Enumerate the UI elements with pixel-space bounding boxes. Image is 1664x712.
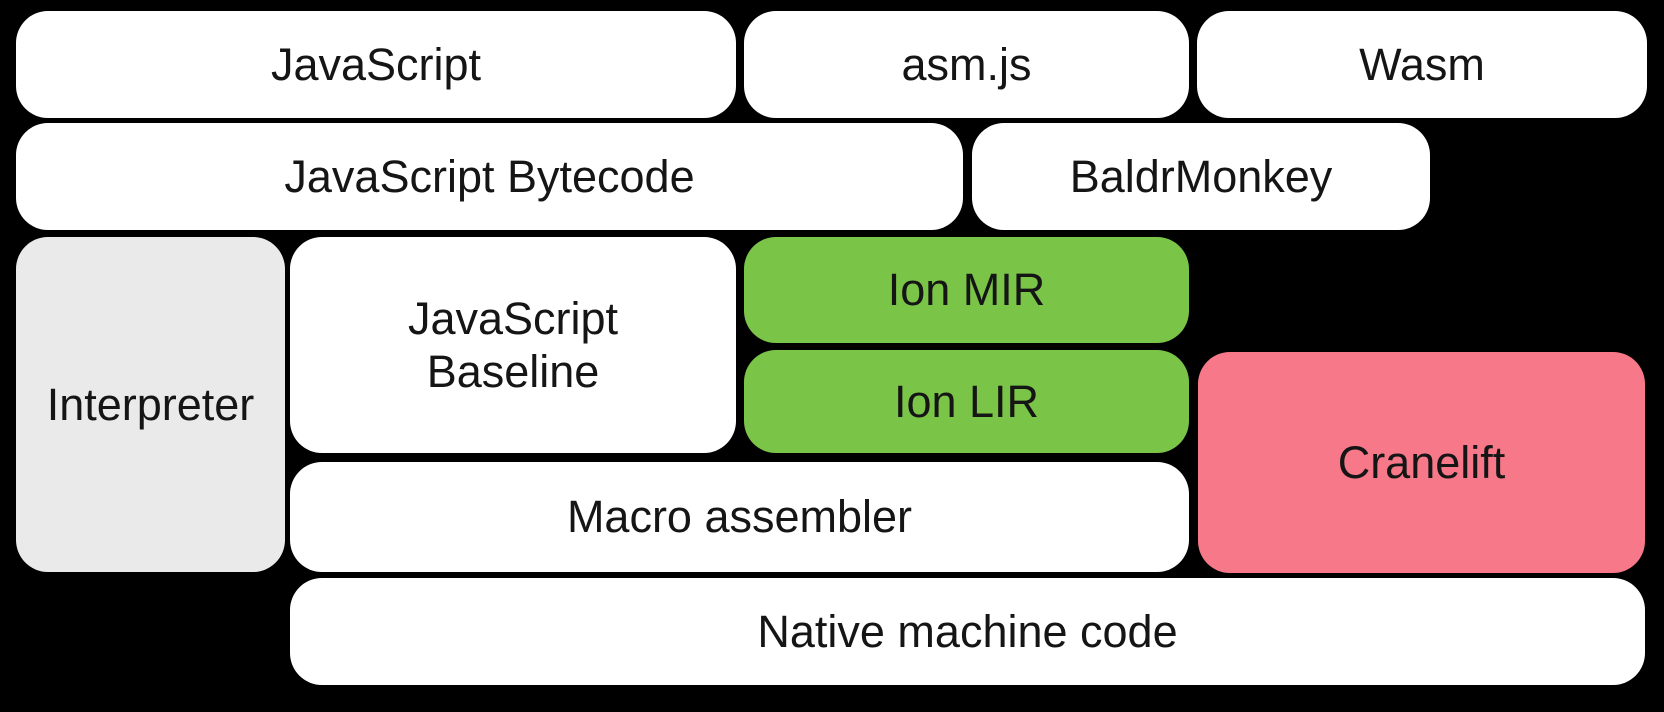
box-cranelift: Cranelift	[1198, 352, 1645, 573]
box-asmjs-label: asm.js	[901, 38, 1032, 90]
box-javascript: JavaScript	[16, 11, 736, 118]
box-baldrmonkey-label: BaldrMonkey	[1069, 150, 1333, 202]
box-javascript-label: JavaScript	[270, 38, 482, 90]
box-javascript-bytecode: JavaScript Bytecode	[16, 123, 963, 230]
box-baldrmonkey: BaldrMonkey	[972, 123, 1430, 230]
box-javascript-baseline: JavaScript Baseline	[290, 237, 736, 453]
box-cranelift-label: Cranelift	[1337, 436, 1506, 488]
box-macro-assembler-label: Macro assembler	[566, 491, 913, 543]
box-javascript-bytecode-label: JavaScript Bytecode	[284, 150, 695, 202]
box-wasm: Wasm	[1197, 11, 1647, 118]
box-native-machine-code: Native machine code	[290, 578, 1645, 685]
box-ion-mir-label: Ion MIR	[887, 264, 1046, 316]
box-javascript-baseline-line1: JavaScript	[407, 292, 619, 344]
box-asmjs: asm.js	[744, 11, 1189, 118]
box-interpreter: Interpreter	[16, 237, 285, 572]
box-ion-lir: Ion LIR	[744, 350, 1189, 453]
box-native-machine-code-label: Native machine code	[757, 605, 1178, 657]
box-ion-lir-label: Ion LIR	[893, 375, 1040, 427]
box-wasm-label: Wasm	[1359, 38, 1485, 90]
box-javascript-baseline-label: JavaScript Baseline	[408, 292, 618, 398]
box-macro-assembler: Macro assembler	[290, 462, 1189, 572]
box-interpreter-label: Interpreter	[46, 378, 255, 430]
box-javascript-baseline-line2: Baseline	[426, 346, 600, 397]
box-ion-mir: Ion MIR	[744, 237, 1189, 343]
